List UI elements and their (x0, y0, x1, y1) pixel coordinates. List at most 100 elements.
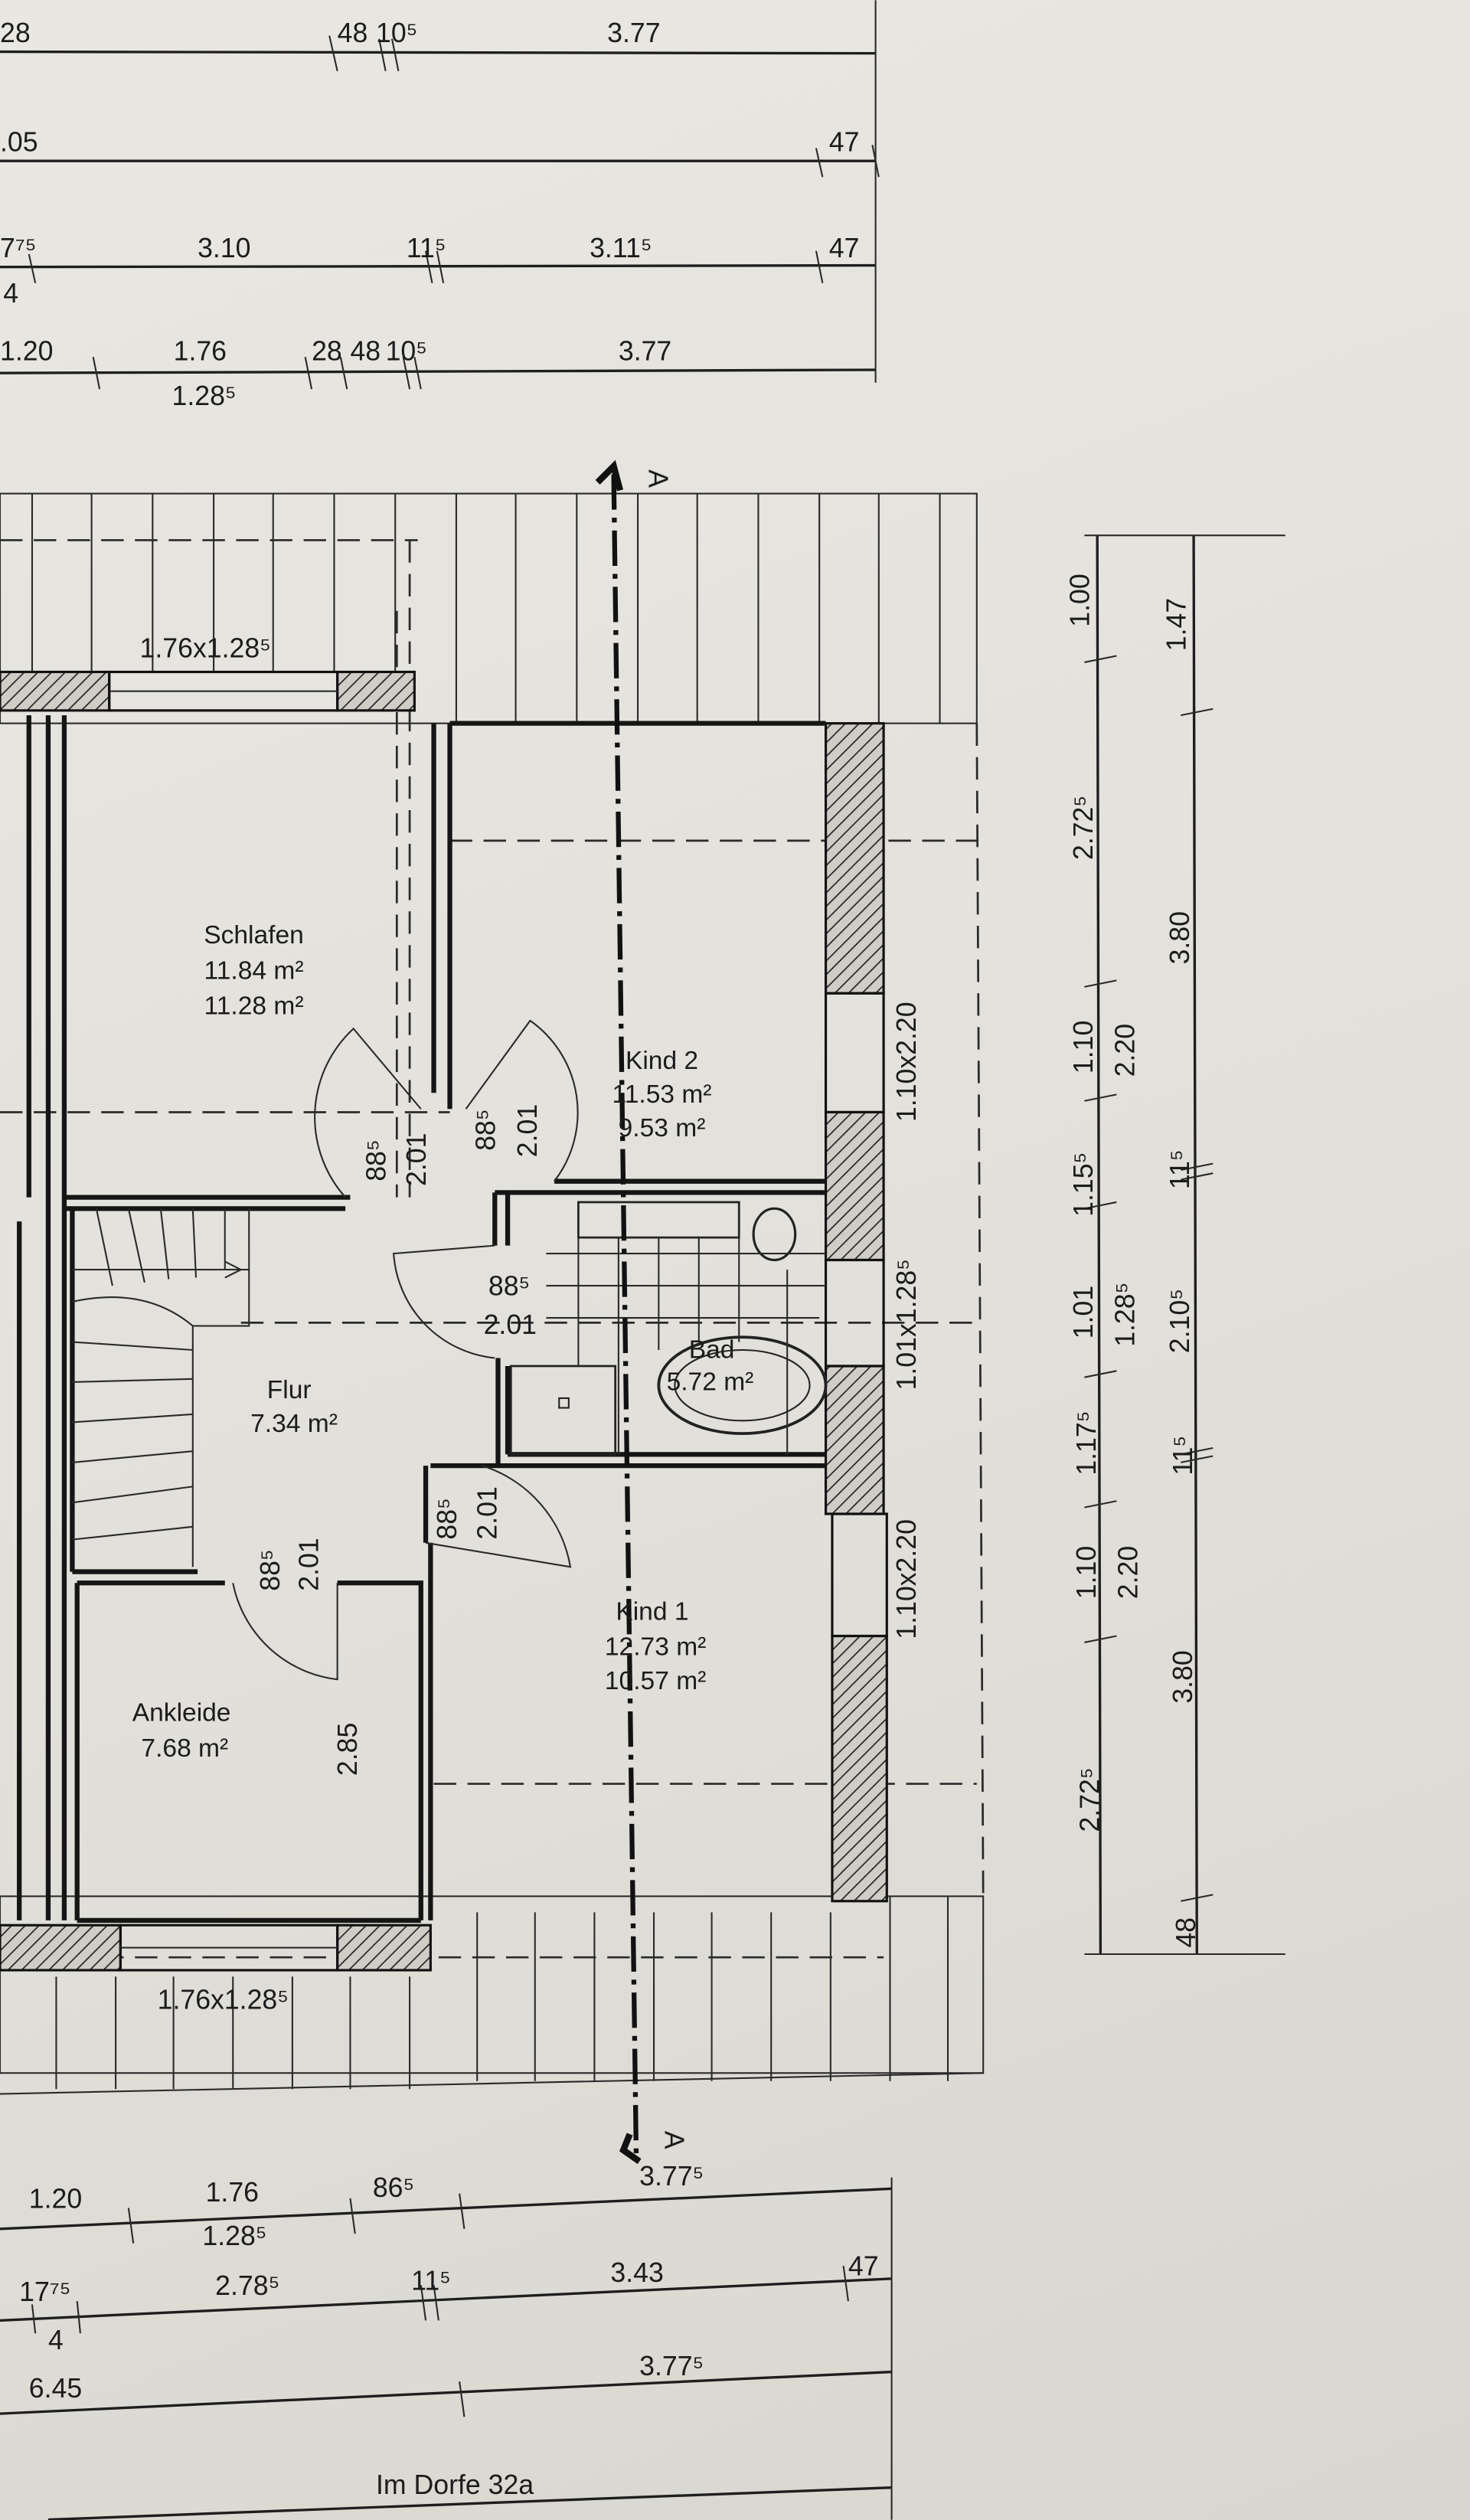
toilet-icon (752, 1207, 797, 1262)
door-height: 2.01 (293, 1538, 324, 1590)
dim-label: 1.28⁵ (202, 2221, 266, 2251)
section-arrow-icon (595, 459, 624, 492)
room-area: 11.28 m² (204, 992, 304, 1020)
dim-label: 11⁵ (1168, 1436, 1198, 1476)
dim-label: 47 (829, 127, 860, 158)
dim-label: 3.80 (1165, 911, 1195, 964)
dim-label: 17⁷⁵ (19, 2276, 70, 2307)
dim-label: 11⁵ (407, 233, 446, 263)
dim-label: 1.17⁵ (1071, 1410, 1102, 1475)
section-label: A (643, 469, 674, 488)
room-area: 7.68 m² (141, 1734, 228, 1763)
room-area: 9.53 m² (619, 1114, 706, 1142)
room-name: Bad (689, 1336, 735, 1365)
dim-label: 1.28⁵ (172, 381, 237, 411)
section-arrow-icon (619, 2133, 642, 2165)
roof-bottom (0, 1895, 985, 2095)
dim-label: 11⁵ (411, 2266, 451, 2296)
room-name: Kind 2 (626, 1047, 698, 1075)
dim-label: 4 (48, 2325, 64, 2355)
wall-dimension: 2.85 (332, 1723, 363, 1776)
dim-label: 3.77 (619, 335, 671, 366)
room-area: 12.73 m² (605, 1633, 706, 1662)
dim-label: 1.47 (1161, 598, 1192, 651)
opening-labels: 1.76x1.28⁵ 1.76x1.28⁵ 1.10x2.20 1.01x1.2… (140, 633, 923, 2015)
door-width: 88⁵ (255, 1549, 286, 1590)
right-dimension-chain: 1.00 2.72⁵ 1.10 1.15⁵ 1.01 1.17⁵ 1.10 2.… (1065, 534, 1285, 1956)
dim-label: 3.77 (607, 18, 660, 48)
window-label: 1.76x1.28⁵ (158, 1984, 289, 2015)
dim-label: 1.20 (0, 335, 53, 366)
dimension-ticks (28, 35, 880, 390)
door-width: 88⁵ (432, 1498, 462, 1539)
dim-label: 7⁷⁵ (0, 233, 37, 263)
address-label: Im Dorfe 32a (376, 2469, 534, 2500)
dim-label: 3.77⁵ (639, 2351, 704, 2381)
door-height: 2.01 (401, 1133, 432, 1186)
doors (232, 1019, 579, 1681)
dim-label: 3.77⁵ (639, 2161, 704, 2192)
top-dimension-chain: 28 48 10⁵ 3.77 .05 47 7⁷⁵ 4 3.10 11⁵ 3.1… (0, 0, 880, 411)
bottom-dimension-chain: 1.20 1.76 1.28⁵ 86⁵ 3.77⁵ 17⁷⁵ 4 2.78⁵ 1… (0, 2161, 893, 2520)
dim-label: 2.78⁵ (215, 2270, 279, 2301)
dim-label: 47 (829, 233, 860, 263)
door-height: 2.01 (472, 1486, 502, 1539)
dim-label: 2.72⁵ (1068, 796, 1099, 860)
dashed-knee-walls (0, 539, 985, 1959)
room-name: Ankleide (132, 1699, 231, 1727)
room-name: Schlafen (204, 921, 304, 949)
dim-label: 10⁵ (376, 18, 417, 48)
section-label: A (659, 2131, 690, 2149)
dim-label: 3.10 (198, 233, 250, 263)
dim-label: 3.80 (1168, 1650, 1198, 1703)
room-area: 10.57 m² (605, 1667, 706, 1695)
dim-label: 2.10⁵ (1165, 1289, 1195, 1353)
dim-label: 3.11⁵ (590, 233, 652, 263)
dim-label: 10⁵ (386, 335, 427, 366)
dim-label: 48 (338, 18, 368, 48)
bathtub-icon (657, 1335, 828, 1436)
dim-label: 1.01 (1068, 1286, 1099, 1338)
walls (0, 670, 888, 1972)
dim-label: 2.20 (1109, 1024, 1140, 1077)
bathroom-fixtures (509, 1201, 828, 1456)
dim-label: 1.10 (1068, 1021, 1099, 1074)
door-height: 2.01 (484, 1309, 537, 1340)
dim-label: 6.45 (29, 2373, 82, 2404)
room-labels: Schlafen 11.84 m² 11.28 m² Kind 2 11.53 … (132, 921, 754, 1763)
room-area: 5.72 m² (667, 1368, 754, 1396)
dim-label: .05 (0, 127, 38, 158)
dim-label: 48 (350, 335, 381, 366)
staircase (72, 1208, 250, 1567)
shower-tray (509, 1365, 617, 1456)
dim-label: 86⁵ (373, 2172, 414, 2203)
room-name: Flur (267, 1376, 312, 1404)
room-area: 11.53 m² (612, 1080, 712, 1109)
window-label: 1.10x2.20 (891, 1002, 922, 1122)
dim-label: 1.10 (1071, 1546, 1102, 1599)
dim-label: 2.72⁵ (1074, 1767, 1105, 1832)
dim-label: 1.76 (174, 335, 227, 366)
door-height: 2.01 (512, 1104, 543, 1157)
dim-label: 48 (1171, 1917, 1201, 1948)
dim-label: 4 (3, 278, 18, 309)
dim-label: 47 (848, 2251, 879, 2282)
dim-label: 1.20 (29, 2184, 82, 2214)
door-width: 88⁵ (361, 1139, 392, 1181)
roof-top (0, 492, 978, 724)
dim-label: 1.15⁵ (1068, 1152, 1099, 1217)
dim-label: 11⁵ (1165, 1149, 1195, 1189)
window-label: 1.01x1.28⁵ (891, 1259, 922, 1390)
window-label: 1.10x2.20 (891, 1519, 922, 1639)
dim-label: 2.20 (1113, 1546, 1144, 1599)
dim-label: 28 (0, 18, 31, 48)
room-area: 11.84 m² (204, 956, 304, 985)
dim-label: 1.00 (1065, 574, 1096, 626)
dim-label: 28 (312, 335, 342, 366)
dim-label: 3.43 (610, 2257, 663, 2288)
section-line-a: A A (595, 459, 690, 2165)
room-area: 7.34 m² (250, 1410, 338, 1438)
dim-label: 1.28⁵ (1109, 1283, 1140, 1347)
dim-label: 1.76 (206, 2177, 259, 2208)
